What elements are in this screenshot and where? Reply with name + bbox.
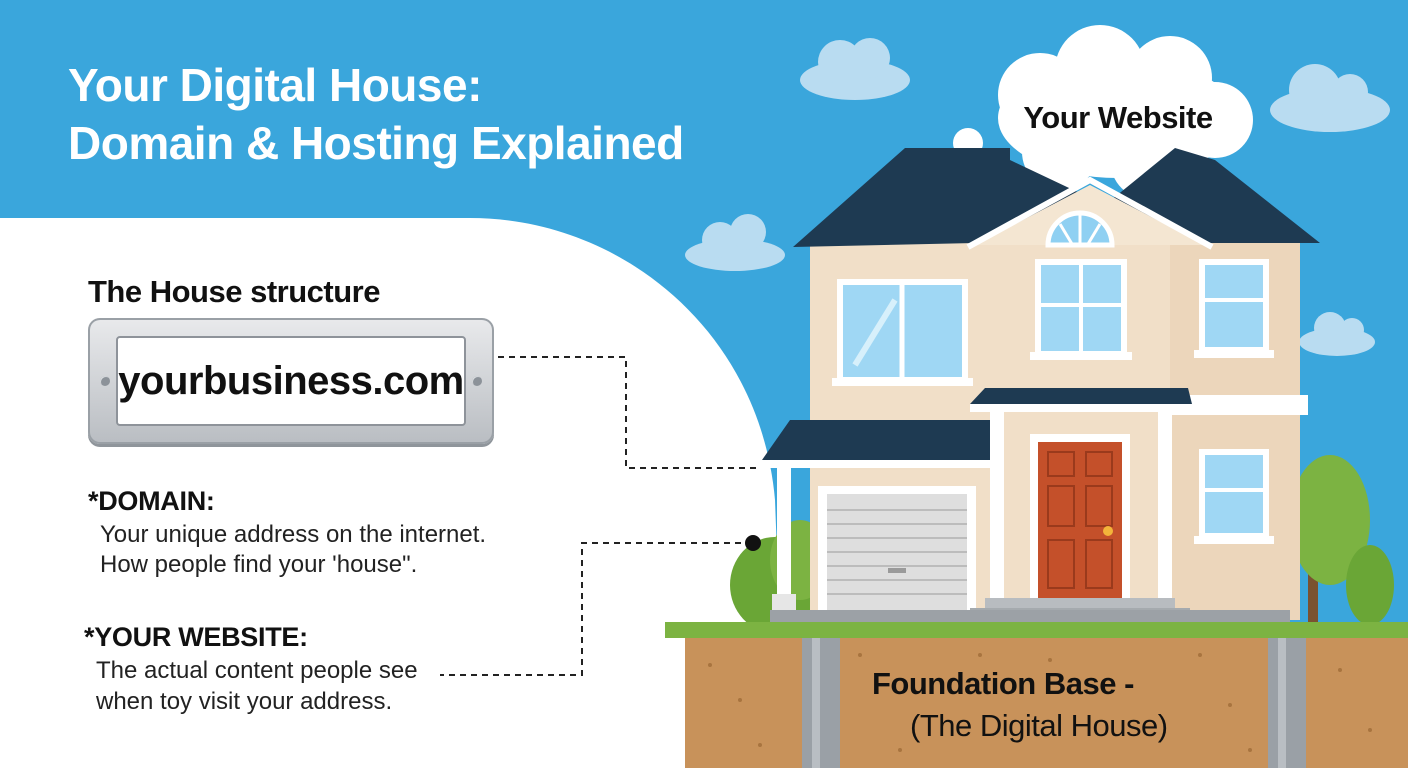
cloud-mid-left [685, 214, 785, 271]
cloud-mid-right [1299, 312, 1375, 356]
domain-description-line-1: Your unique address on the internet. [100, 521, 487, 548]
title-line-2: Domain & Hosting Explained [68, 117, 684, 169]
house-structure-heading: The House structure [88, 274, 380, 309]
porch-pillar-right [1158, 412, 1172, 600]
tree-right [1290, 455, 1394, 630]
window-upper-right [1194, 259, 1274, 358]
window-upper-left [832, 279, 973, 386]
screw-right-icon [472, 376, 482, 386]
connector-dot [745, 535, 761, 551]
door-knob [1103, 526, 1113, 536]
grass-strip [665, 622, 1408, 638]
website-term: *YOUR WEBSITE: [84, 622, 308, 652]
house [762, 148, 1320, 624]
domain-name-plate: yourbusiness.com [88, 318, 494, 444]
screw-left-icon [100, 376, 110, 386]
domain-name-text: yourbusiness.com [118, 358, 464, 403]
front-step [985, 598, 1175, 610]
foundation-sublabel: (The Digital House) [910, 708, 1168, 743]
window-upper-center [1030, 259, 1132, 360]
domain-term: *DOMAIN: [88, 486, 215, 516]
website-connector-line [440, 542, 752, 676]
porch-roof [970, 388, 1192, 404]
foundation-pillars [802, 638, 1306, 768]
cloud-top-center [800, 38, 910, 100]
title-line-1: Your Digital House: [68, 59, 482, 111]
window-lower-right [1194, 449, 1274, 544]
cloud-top-right [1270, 64, 1390, 132]
plate-inner: yourbusiness.com [116, 336, 466, 426]
domain-description-line-2: How people find your 'house". [100, 551, 418, 578]
page-title: Your Digital House: Domain & Hosting Exp… [68, 56, 684, 172]
garage-pillar [777, 468, 791, 608]
website-description-line-2: when toy visit your address. [96, 688, 393, 715]
foundation-label: Foundation Base - [872, 666, 1134, 701]
thought-cloud-label: Your Website [1023, 100, 1213, 135]
background-clouds [685, 38, 1390, 356]
porch-pillar-left [990, 412, 1004, 600]
website-description-line-1: The actual content people see [96, 657, 418, 684]
garage-roof [762, 420, 990, 460]
soil-speckles [708, 653, 1372, 752]
front-door [1038, 442, 1122, 600]
